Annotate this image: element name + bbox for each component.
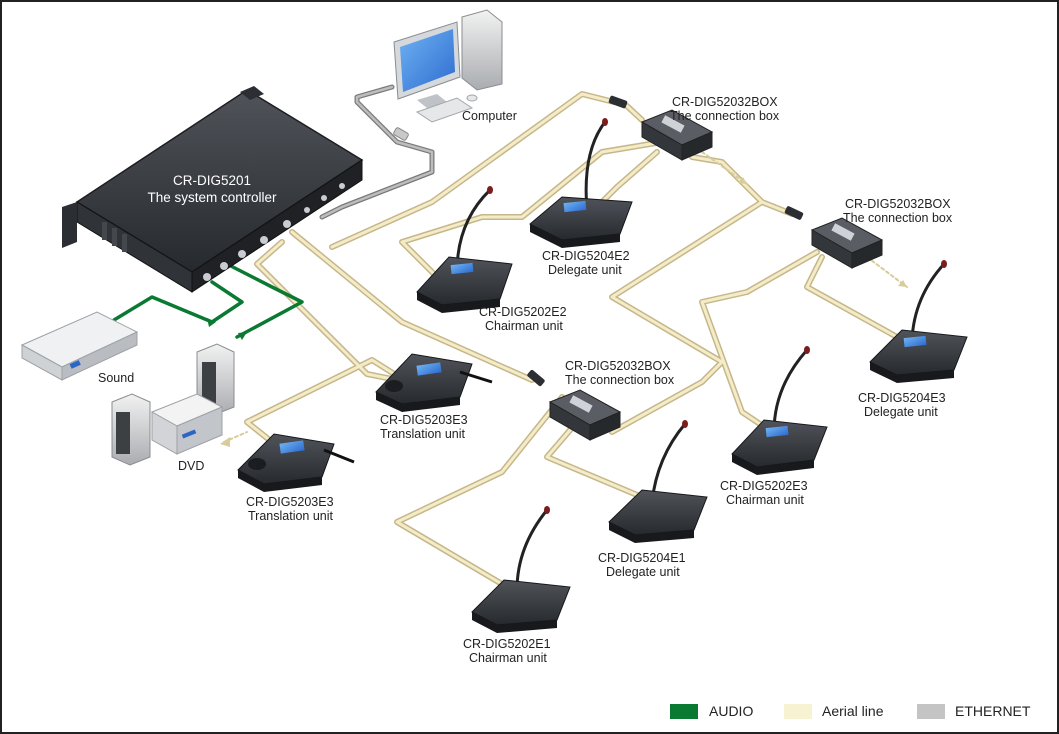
connection-box-1: CR-DIG52032BOX The connection box — [608, 95, 780, 161]
dvd-label: DVD — [178, 459, 204, 473]
chairman-unit-e1: CR-DIG5202E1 Chairman unit — [463, 506, 571, 665]
controller-model-label: CR-DIG5201 — [173, 173, 251, 188]
sound-device: Sound — [20, 311, 139, 385]
box-3-desc-label: The connection box — [565, 373, 675, 387]
legend-swatch-ethernet — [917, 704, 945, 719]
translation-2-desc-label: Translation unit — [248, 509, 334, 523]
box-2-model-label: CR-DIG52032BOX — [845, 197, 951, 211]
chairman-unit-e3: CR-DIG5202E3 Chairman unit — [720, 346, 828, 507]
unit-e1-chair-model-label: CR-DIG5202E1 — [463, 637, 551, 651]
connection-box-2: CR-DIG52032BOX The connection box — [784, 197, 953, 269]
translation-unit-2: CR-DIG5203E3 Translation unit — [237, 433, 355, 523]
delegate-unit-e2: CR-DIG5204E2 Delegate unit — [529, 118, 633, 277]
computer-label: Computer — [462, 109, 517, 123]
translation-2-model-label: CR-DIG5203E3 — [246, 495, 334, 509]
unit-e1-desc-label: Delegate unit — [606, 565, 680, 579]
legend-label-audio: AUDIO — [709, 703, 753, 719]
dvd-system: DVD — [111, 343, 235, 473]
translation-unit-1: CR-DIG5203E3 Translation unit — [375, 353, 493, 441]
unit-e3-model-label: CR-DIG5204E3 — [858, 391, 946, 405]
unit-e3-chair-model-label: CR-DIG5202E3 — [720, 479, 808, 493]
box-2-desc-label: The connection box — [843, 211, 953, 225]
legend-swatch-aerial — [784, 704, 812, 719]
controller-desc-label: The system controller — [147, 190, 277, 205]
unit-e2-chair-model-label: CR-DIG5202E2 — [479, 305, 567, 319]
aerial-cables — [220, 91, 908, 590]
delegate-unit-e1: CR-DIG5204E1 Delegate unit — [598, 420, 708, 579]
computer: Computer — [393, 9, 517, 123]
system-controller: CR-DIG5201 The system controller — [62, 86, 364, 293]
delegate-unit-e3: CR-DIG5204E3 Delegate unit — [858, 260, 968, 419]
audio-cables — [112, 262, 304, 340]
unit-e2-chair-desc-label: Chairman unit — [485, 319, 563, 333]
box-1-model-label: CR-DIG52032BOX — [672, 95, 778, 109]
unit-e2-model-label: CR-DIG5204E2 — [542, 249, 630, 263]
ethernet-cable — [319, 84, 435, 220]
unit-e1-model-label: CR-DIG5204E1 — [598, 551, 686, 565]
unit-e2-desc-label: Delegate unit — [548, 263, 622, 277]
legend: AUDIO Aerial line ETHERNET — [670, 703, 1031, 719]
legend-label-aerial: Aerial line — [822, 703, 884, 719]
legend-label-ethernet: ETHERNET — [955, 703, 1031, 719]
unit-e3-desc-label: Delegate unit — [864, 405, 938, 419]
legend-swatch-audio — [670, 704, 698, 719]
box-3-model-label: CR-DIG52032BOX — [565, 359, 671, 373]
connection-box-3: CR-DIG52032BOX The connection box — [527, 359, 675, 441]
unit-e1-chair-desc-label: Chairman unit — [469, 651, 547, 665]
box-1-desc-label: The connection box — [670, 109, 780, 123]
unit-e3-chair-desc-label: Chairman unit — [726, 493, 804, 507]
chairman-unit-e2: CR-DIG5202E2 Chairman unit — [416, 186, 567, 333]
translation-1-model-label: CR-DIG5203E3 — [380, 413, 468, 427]
sound-label: Sound — [98, 371, 134, 385]
translation-1-desc-label: Translation unit — [380, 427, 466, 441]
